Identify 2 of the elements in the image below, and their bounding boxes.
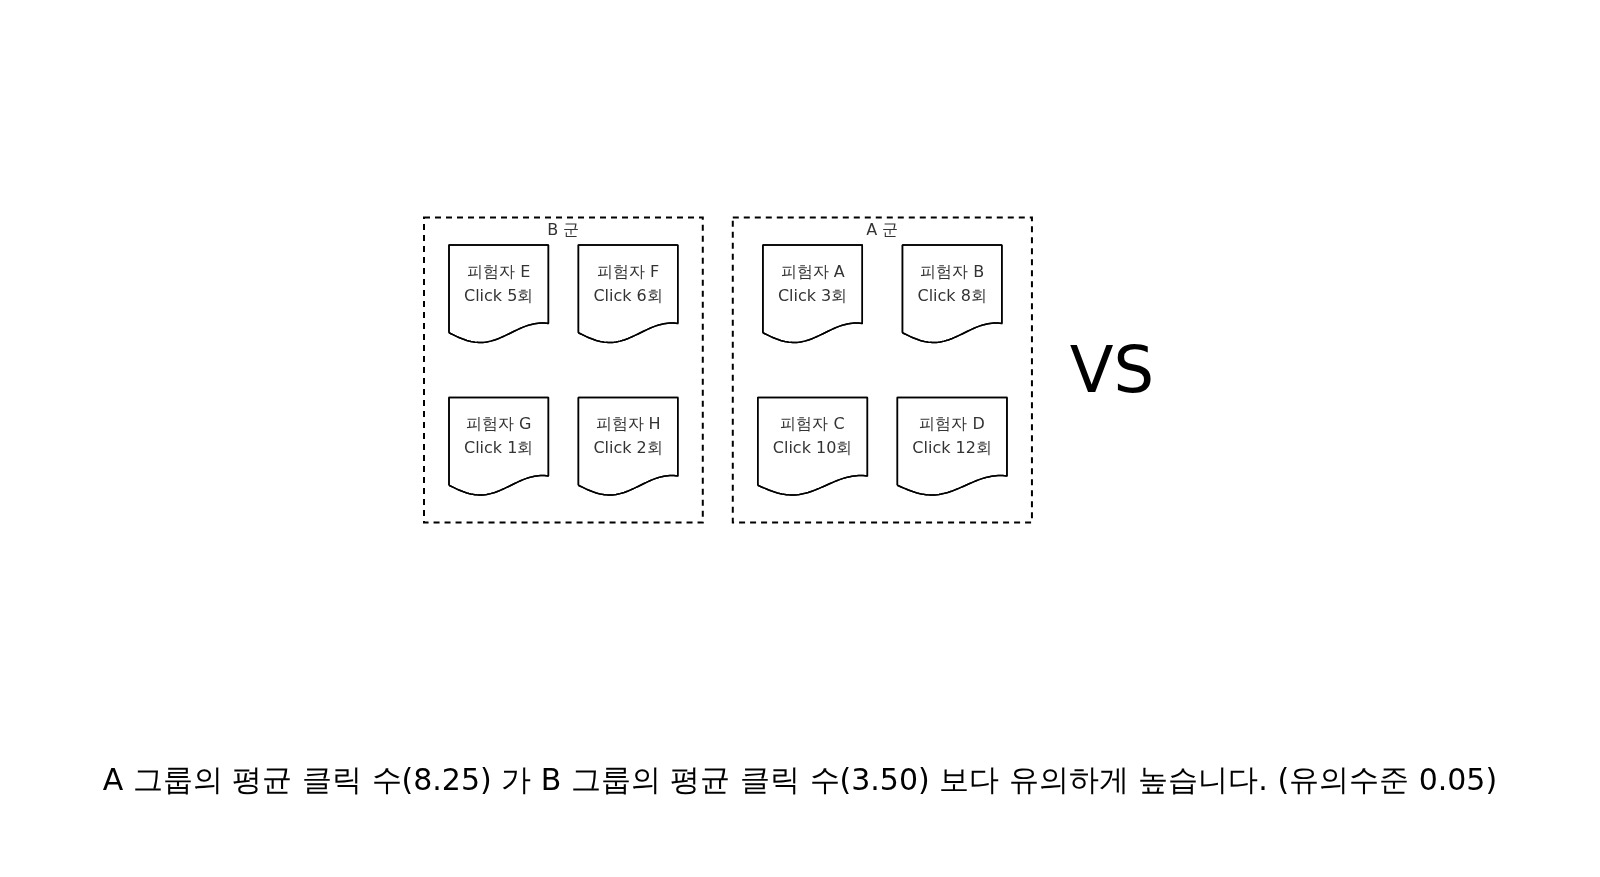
caption: A 그룹의 평균 클릭 수(8.25) 가 B 그룹의 평균 클릭 수(3.50) 보다 유의하게 높습니다. (유의수준 0.05) bbox=[102, 761, 1498, 799]
vs-label: VS bbox=[1069, 333, 1155, 407]
